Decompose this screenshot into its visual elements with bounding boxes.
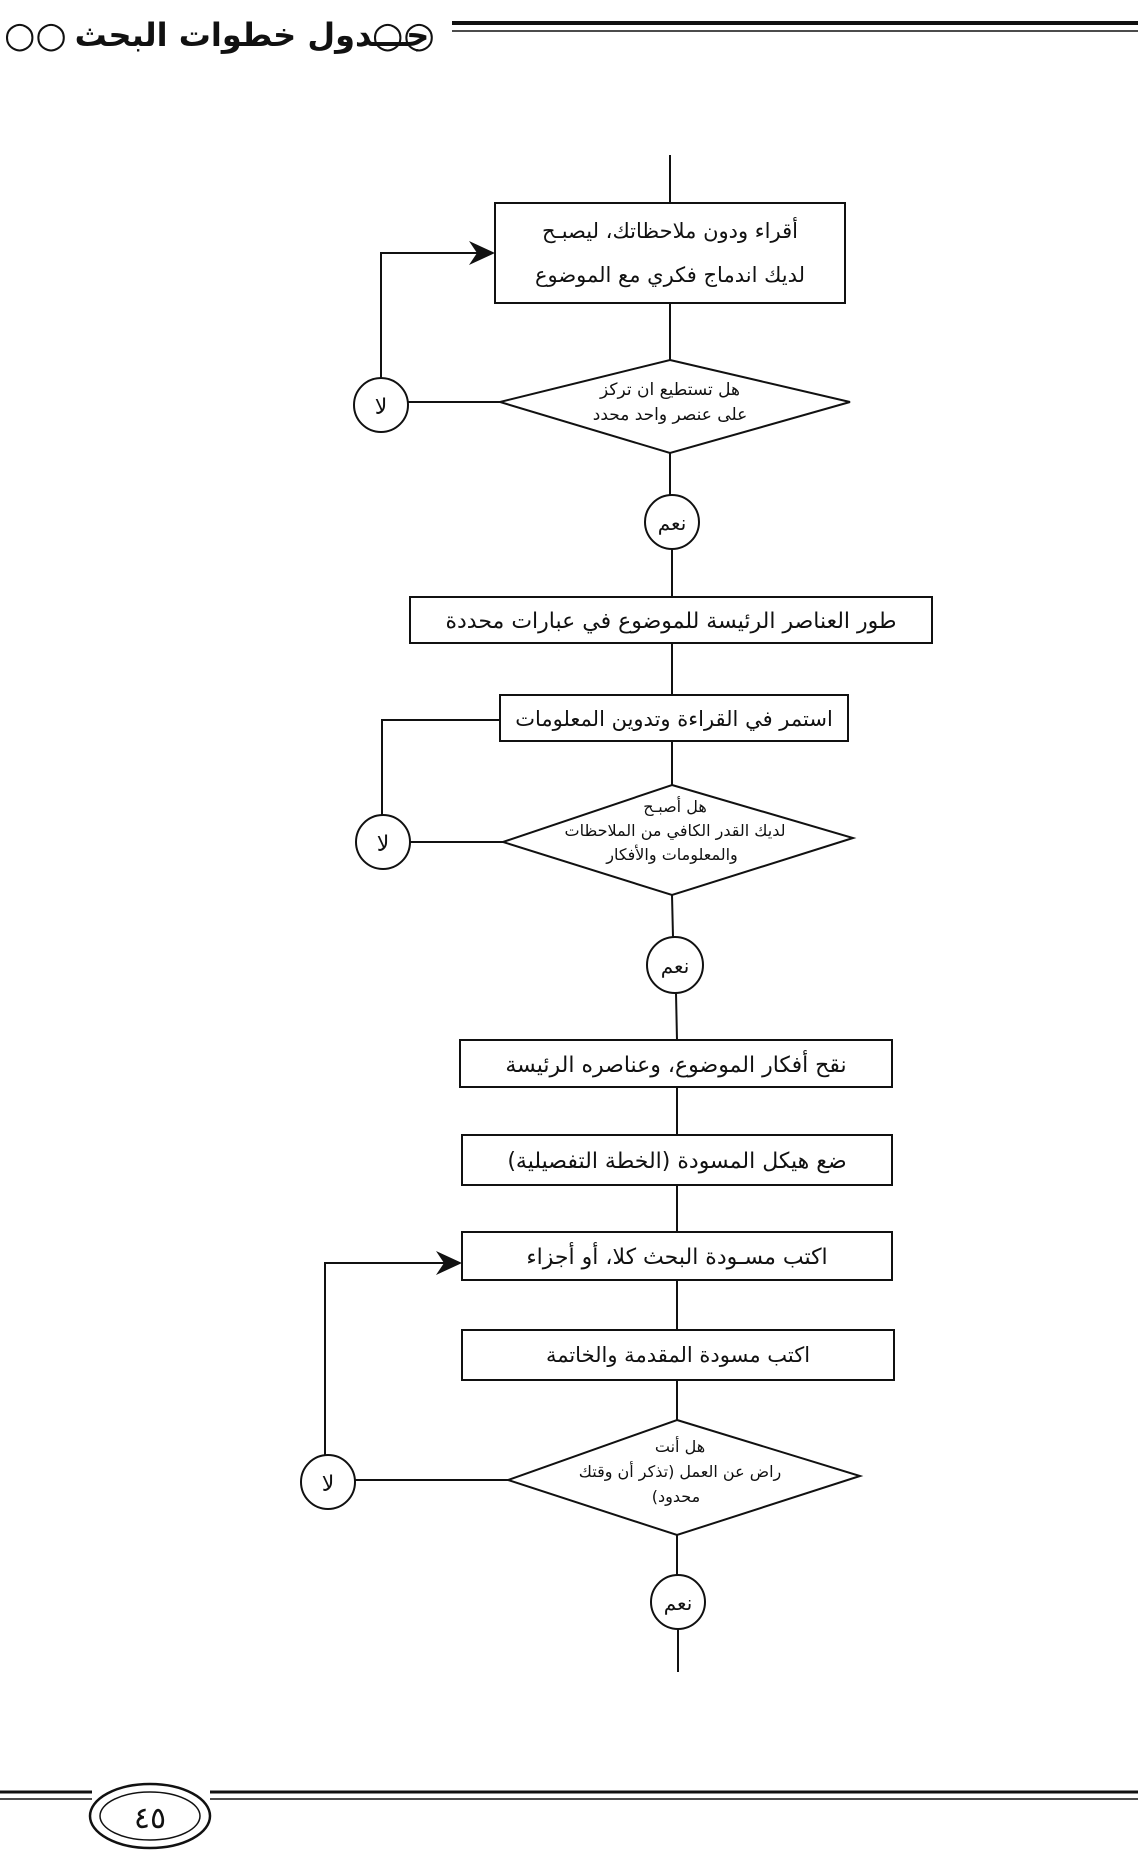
process-box-read-notes: أقراء ودون ملاحظاتك، ليصبـح لديك اندماج …	[494, 202, 846, 304]
decision-enough-notes-line1: هل أصبـح	[643, 796, 707, 817]
process-box-draft-outline: ضع هيكل المسودة (الخطة التفصيلية)	[461, 1134, 893, 1186]
footer: ٤٥	[0, 1782, 1138, 1850]
decision-satisfied-line1: هل أنت	[655, 1436, 705, 1456]
no-label-3: لا	[322, 1472, 335, 1497]
yes-label-2: نعم	[661, 954, 690, 978]
yes-circle-1: نعم	[644, 494, 700, 550]
process-box-continue-reading-text: استمر في القراءة وتدوين المعلومات	[515, 707, 833, 731]
header-ornament-left: ○○	[4, 15, 67, 56]
no-label-2: لا	[377, 832, 390, 857]
page-number-frame-inner	[99, 1791, 201, 1841]
process-box-read-notes-line2: لديك اندماج فكري مع الموضوع	[535, 263, 805, 288]
process-box-intro-conclusion-text: اكتب مسودة المقدمة والخاتمة	[546, 1343, 810, 1367]
process-box-draft-outline-text: ضع هيكل المسودة (الخطة التفصيلية)	[507, 1149, 846, 1174]
header-title: جـــدول خطوات البحث	[75, 16, 430, 54]
loop-line-2	[381, 719, 500, 815]
no-circle-3: لا	[300, 1454, 356, 1510]
decision-satisfied-line2: راض عن العمل (تذكر أن وقتك	[579, 1461, 782, 1482]
page-number: ٤٥	[134, 1801, 166, 1836]
decision-satisfied-line3: محدود)	[652, 1487, 700, 1507]
decision-enough-notes-line3: والمعلومات والأفكار	[605, 844, 738, 865]
decision-satisfied: هل أنت راض عن العمل (تذكر أن وقتك محدود)	[504, 1418, 864, 1537]
header: ○○ جـــدول خطوات البحث ○○	[4, 15, 1138, 56]
process-box-write-draft: اكتب مسـودة البحث كلا، أو أجزاء	[461, 1231, 893, 1281]
decision-focus-element: هل تستطيع ان تركز على عنصر واحد محدد	[496, 358, 851, 455]
process-box-develop-elements-text: طور العناصر الرئيسة للموضوع في عبارات مح…	[445, 609, 896, 634]
header-ornament-right: ○○	[372, 15, 435, 56]
yes-circle-2: نعم	[646, 936, 704, 994]
yes-label-3: نعم	[664, 1591, 693, 1615]
yes-circle-3: نعم	[650, 1574, 706, 1630]
connector-decision2-yes2	[671, 894, 674, 938]
no-circle-1: لا	[353, 377, 409, 433]
process-box-read-notes-line1: أقراء ودون ملاحظاتك، ليصبـح	[542, 217, 798, 243]
decision-enough-notes-line2: لديك القدر الكافي من الملاحظات	[565, 821, 786, 841]
no-circle-2: لا	[355, 814, 411, 870]
process-box-revise-ideas-text: نقح أفكار الموضوع، وعناصره الرئيسة	[505, 1050, 846, 1078]
connector-yes2-box4	[675, 992, 678, 1041]
process-box-develop-elements: طور العناصر الرئيسة للموضوع في عبارات مح…	[409, 596, 933, 644]
process-box-write-draft-text: اكتب مسـودة البحث كلا، أو أجزاء	[526, 1242, 827, 1270]
decision-enough-notes: هل أصبـح لديك القدر الكافي من الملاحظات …	[499, 783, 857, 897]
loop-arrow-3	[324, 1251, 462, 1455]
process-box-intro-conclusion: اكتب مسودة المقدمة والخاتمة	[461, 1329, 895, 1381]
no-label-1: لا	[375, 395, 388, 420]
yes-label-1: نعم	[658, 511, 687, 535]
process-box-continue-reading: استمر في القراءة وتدوين المعلومات	[499, 694, 849, 742]
decision-focus-element-line1: هل تستطيع ان تركز	[599, 380, 740, 400]
decision-focus-element-line2: على عنصر واحد محدد	[593, 405, 748, 425]
loop-arrow-1	[380, 241, 495, 378]
process-box-revise-ideas: نقح أفكار الموضوع، وعناصره الرئيسة	[459, 1039, 893, 1088]
